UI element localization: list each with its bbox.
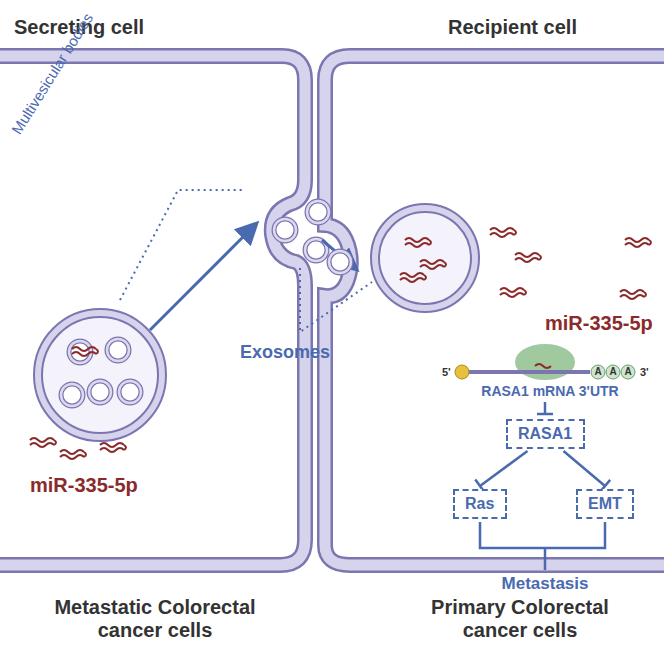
mirna-label: miR-335-5p [545,312,660,335]
polya-base: A [609,366,617,378]
cell-title: Recipient cell [448,16,658,39]
strand-end: 3' [640,366,656,379]
dashed-protein-box: EMT [576,489,634,519]
inhibition-connector [564,451,611,492]
protein-name: EMT [588,495,622,513]
cell-title: Secreting cell [14,16,234,39]
protein-name: Ras [465,495,495,513]
strand-end: 5' [442,366,456,379]
dashed-protein-box: Ras [453,489,507,519]
inhibition-connector [475,451,527,492]
outcome-label: Metastasis [490,574,600,594]
protein-name: RASA1 [518,425,573,443]
mirna-label: miR-335-5p [30,474,180,497]
cell-caption: Metastatic Colorectal cancer cells [30,596,280,642]
mrna-label: RASA1 mRNA 3'UTR [450,383,650,399]
dashed-protein-box: RASA1 [506,419,585,449]
exosome-label: Exosomes [240,342,360,363]
polya-base: A [594,366,602,378]
cell-caption: Primary Colorectal cancer cells [400,596,640,642]
polya-base: A [624,366,632,378]
